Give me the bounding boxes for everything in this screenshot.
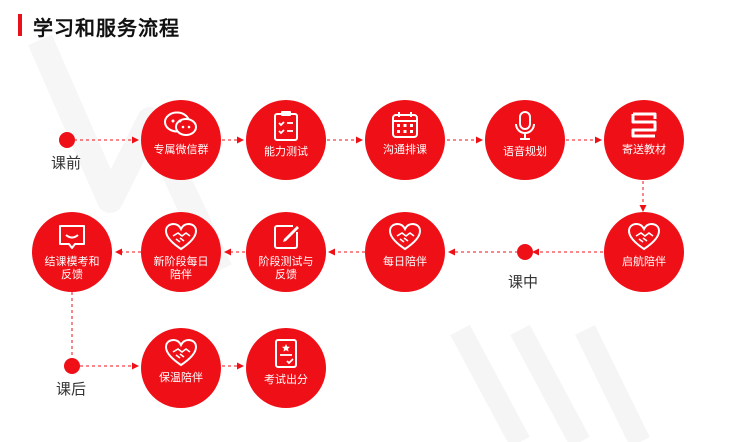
step-label: 每日陪伴 <box>383 255 427 268</box>
step-label: 寄送教材 <box>622 143 666 156</box>
step-label: 考试出分 <box>264 373 308 386</box>
step-daily-support: 每日陪伴 <box>365 212 445 292</box>
stage-dot-before <box>59 132 75 148</box>
chat-bubbles-icon <box>164 111 197 136</box>
clipboard-checklist-icon <box>274 111 298 141</box>
microphone-icon <box>515 111 535 140</box>
step-label: 新阶段每日陪伴 <box>153 255 209 281</box>
step-label: 结课模考和反馈 <box>44 255 100 281</box>
step-label: 语音规划 <box>503 145 547 158</box>
stage-label-during: 课中 <box>508 273 539 291</box>
stage-label-before: 课前 <box>51 154 82 172</box>
step-send-materials: 寄送教材 <box>604 100 684 180</box>
stage-dot-after <box>64 358 80 374</box>
handshake-heart-icon <box>164 222 198 251</box>
step-label: 沟通排课 <box>383 143 427 156</box>
message-box-icon <box>59 225 85 249</box>
handshake-heart-icon <box>627 222 661 251</box>
step-label: 保温陪伴 <box>159 371 203 384</box>
step-scheduling: 沟通排课 <box>365 100 445 180</box>
step-label: 阶段测试与反馈 <box>258 255 314 281</box>
title-accent-bar <box>18 14 22 36</box>
handshake-heart-icon <box>164 338 198 367</box>
step-label: 能力测试 <box>264 145 308 158</box>
step-wechat-group: 专属微信群 <box>141 100 221 180</box>
page-title: 学习和服务流程 <box>33 16 180 40</box>
step-new-stage: 新阶段每日陪伴 <box>141 212 221 292</box>
certificate-icon <box>275 339 297 368</box>
step-ability-test: 能力测试 <box>246 100 326 180</box>
step-launch-support: 启航陪伴 <box>604 212 684 292</box>
edit-pen-icon <box>274 225 299 249</box>
step-label: 启航陪伴 <box>622 255 666 268</box>
book-logo-icon <box>631 112 657 138</box>
calendar-icon <box>392 112 418 138</box>
stage-dot-during <box>517 244 533 260</box>
stage-label-after: 课后 <box>56 380 87 398</box>
step-stage-test: 阶段测试与反馈 <box>246 212 326 292</box>
step-score-out: 考试出分 <box>246 328 326 408</box>
step-speech-plan: 语音规划 <box>485 100 565 180</box>
step-warm-support: 保温陪伴 <box>141 328 221 408</box>
step-label: 专属微信群 <box>153 143 209 156</box>
handshake-heart-icon <box>388 222 422 251</box>
step-mock-exam: 结课模考和反馈 <box>32 212 112 292</box>
